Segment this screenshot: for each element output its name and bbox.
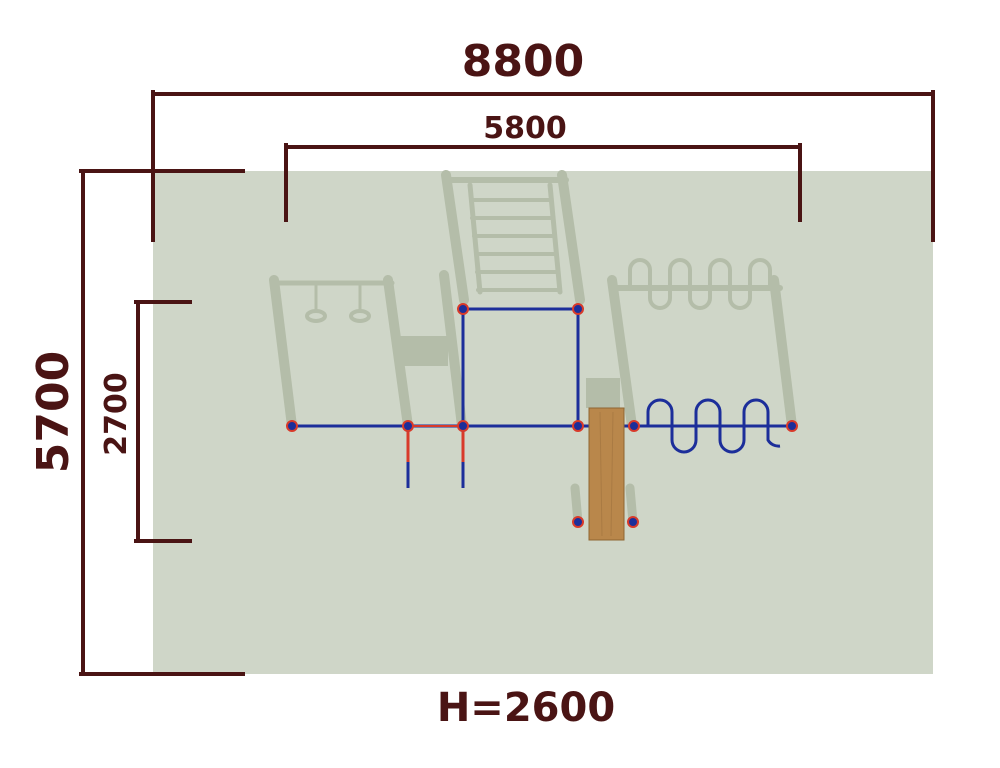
wooden-board	[588, 407, 625, 541]
equipment-width-label: 5800	[483, 111, 567, 146]
overall-depth-label: 5700	[28, 351, 79, 473]
equipment-depth-label: 2700	[99, 372, 134, 456]
post-markers	[286, 303, 798, 528]
overall-width-label: 8800	[462, 36, 584, 87]
post-marker	[786, 420, 798, 432]
height-label: H=2600	[437, 685, 615, 731]
post-marker	[628, 420, 640, 432]
post-marker	[457, 303, 469, 315]
post-marker	[627, 516, 639, 528]
dimension-lines	[79, 90, 935, 676]
wood-grain	[610, 411, 614, 537]
post-marker	[457, 420, 469, 432]
post-marker	[402, 420, 414, 432]
post-marker	[286, 420, 298, 432]
wavy-climbing-bar	[640, 398, 781, 454]
wood-grain	[599, 411, 603, 537]
post-marker	[572, 303, 584, 315]
play-area	[153, 171, 933, 674]
post-marker	[572, 516, 584, 528]
post-marker	[572, 420, 584, 432]
